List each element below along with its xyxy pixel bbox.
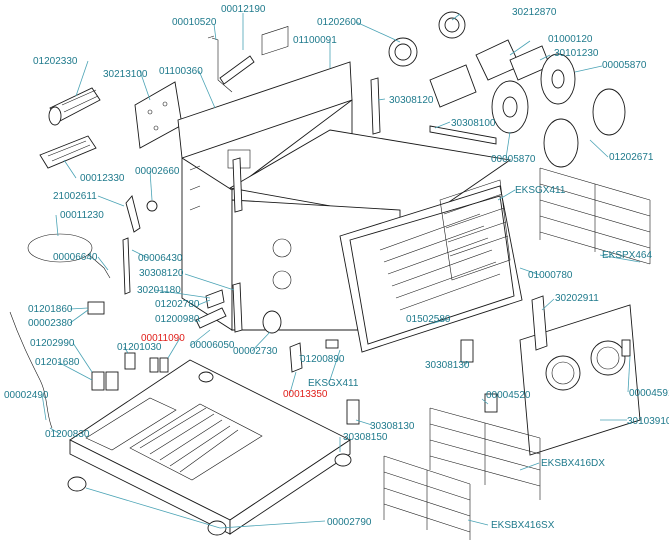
part-label-EKSBX416DX[interactable]: EKSBX416DX — [541, 458, 605, 469]
motor-plate-part — [429, 39, 551, 108]
terminal-block-part — [195, 289, 227, 329]
part-label-00011090[interactable]: 00011090 — [141, 333, 185, 344]
hinge-part — [289, 339, 339, 373]
part-label-00012190[interactable]: 00012190 — [221, 4, 266, 15]
part-label-30308130-right[interactable]: 30308130 — [425, 360, 470, 371]
base-plate-part — [69, 359, 351, 535]
part-label-01202600[interactable]: 01202600 — [317, 17, 362, 28]
part-label-EKSGX411-top[interactable]: EKSGX411 — [515, 185, 566, 196]
heater-plate-part — [39, 135, 97, 169]
water-hose-part — [27, 233, 111, 279]
part-label-00005870-top[interactable]: 00005870 — [602, 60, 647, 71]
part-label-30202911[interactable]: 30202911 — [555, 293, 599, 304]
pipe-part — [207, 35, 255, 93]
part-label-21002611[interactable]: 21002611 — [53, 191, 97, 202]
door-frame-part — [339, 185, 523, 353]
part-label-30213100[interactable]: 30213100 — [103, 69, 148, 80]
part-label-01200980[interactable]: 01200980 — [155, 314, 200, 325]
part-label-00005870-mid[interactable]: 00005870 — [491, 154, 536, 165]
part-label-01202671[interactable]: 01202671 — [609, 152, 654, 163]
part-label-00013350[interactable]: 00013350 — [283, 389, 328, 400]
part-label-00002490[interactable]: 00002490 — [4, 390, 49, 401]
part-label-30308130-bottom[interactable]: 30308130 — [370, 421, 415, 432]
solenoid-valve-part — [87, 301, 169, 391]
part-label-00002660[interactable]: 00002660 — [135, 166, 180, 177]
part-label-01200890[interactable]: 01200890 — [300, 354, 345, 365]
bottom-rack-part — [383, 407, 541, 540]
part-label-01200830[interactable]: 01200830 — [45, 429, 90, 440]
part-label-01201860[interactable]: 01201860 — [28, 304, 73, 315]
part-labels: 00012190 00010520 01202600 30212870 0120… — [4, 4, 669, 531]
part-label-00002730[interactable]: 00002730 — [233, 346, 278, 357]
part-label-00010520[interactable]: 00010520 — [172, 17, 217, 28]
part-label-00004591[interactable]: 00004591 — [629, 388, 669, 399]
part-label-30212870[interactable]: 30212870 — [512, 7, 557, 18]
side-rack-part — [539, 167, 651, 265]
motor-unit-part — [48, 87, 101, 126]
part-label-01201030[interactable]: 01201030 — [117, 342, 162, 353]
part-label-01201680[interactable]: 01201680 — [35, 357, 80, 368]
part-label-00012330[interactable]: 00012330 — [80, 173, 125, 184]
part-label-30201180[interactable]: 30201180 — [137, 285, 181, 296]
leader-lines — [41, 13, 641, 529]
part-label-00002790[interactable]: 00002790 — [327, 517, 372, 528]
part-label-00006050[interactable]: 00006050 — [190, 340, 235, 351]
part-label-30308120-mid[interactable]: 30308120 — [139, 268, 184, 279]
small-cover-part — [346, 339, 498, 425]
part-label-30101230[interactable]: 30101230 — [554, 48, 599, 59]
part-label-EKSGX411-bottom[interactable]: EKSGX411 — [308, 378, 359, 389]
part-label-00004520[interactable]: 00004520 — [486, 390, 531, 401]
part-label-01202780[interactable]: 01202780 — [155, 299, 200, 310]
part-label-EKSBX416SX[interactable]: EKSBX416SX — [491, 520, 555, 531]
part-label-01000120[interactable]: 01000120 — [548, 34, 593, 45]
part-label-01100360[interactable]: 01100360 — [159, 66, 203, 77]
vertical-strip-part — [122, 77, 497, 333]
part-label-30308150[interactable]: 30308150 — [343, 432, 388, 443]
part-label-30103910[interactable]: 30103910 — [627, 416, 669, 427]
inner-rack-part — [439, 179, 511, 281]
fan-wheel-part — [491, 53, 576, 134]
part-label-01502580[interactable]: 01502580 — [406, 314, 451, 325]
part-label-EKSPX464[interactable]: EKSPX464 — [602, 250, 652, 261]
feet-part — [67, 371, 352, 536]
part-label-00006640[interactable]: 00006640 — [53, 252, 98, 263]
part-label-30308120-top[interactable]: 30308120 — [389, 95, 434, 106]
part-label-00006430[interactable]: 00006430 — [138, 253, 183, 264]
part-label-01202990[interactable]: 01202990 — [30, 338, 75, 349]
part-label-00011230[interactable]: 00011230 — [60, 210, 104, 221]
part-label-00002380[interactable]: 00002380 — [28, 318, 73, 329]
small-fan-part — [262, 310, 282, 334]
part-label-01100091[interactable]: 01100091 — [293, 35, 337, 46]
oven-cavity-part — [177, 26, 512, 331]
probe-cable-part — [9, 311, 53, 429]
parts-drawing — [9, 11, 651, 540]
part-label-30308100[interactable]: 30308100 — [451, 118, 496, 129]
support-bracket-part — [125, 195, 158, 233]
part-label-01202330[interactable]: 01202330 — [33, 56, 78, 67]
part-label-01000780[interactable]: 01000780 — [528, 270, 573, 281]
rear-panel-part — [519, 295, 641, 456]
fan-motor-part — [388, 11, 466, 67]
bracket-part — [134, 81, 183, 149]
heating-ring-part — [543, 88, 626, 168]
